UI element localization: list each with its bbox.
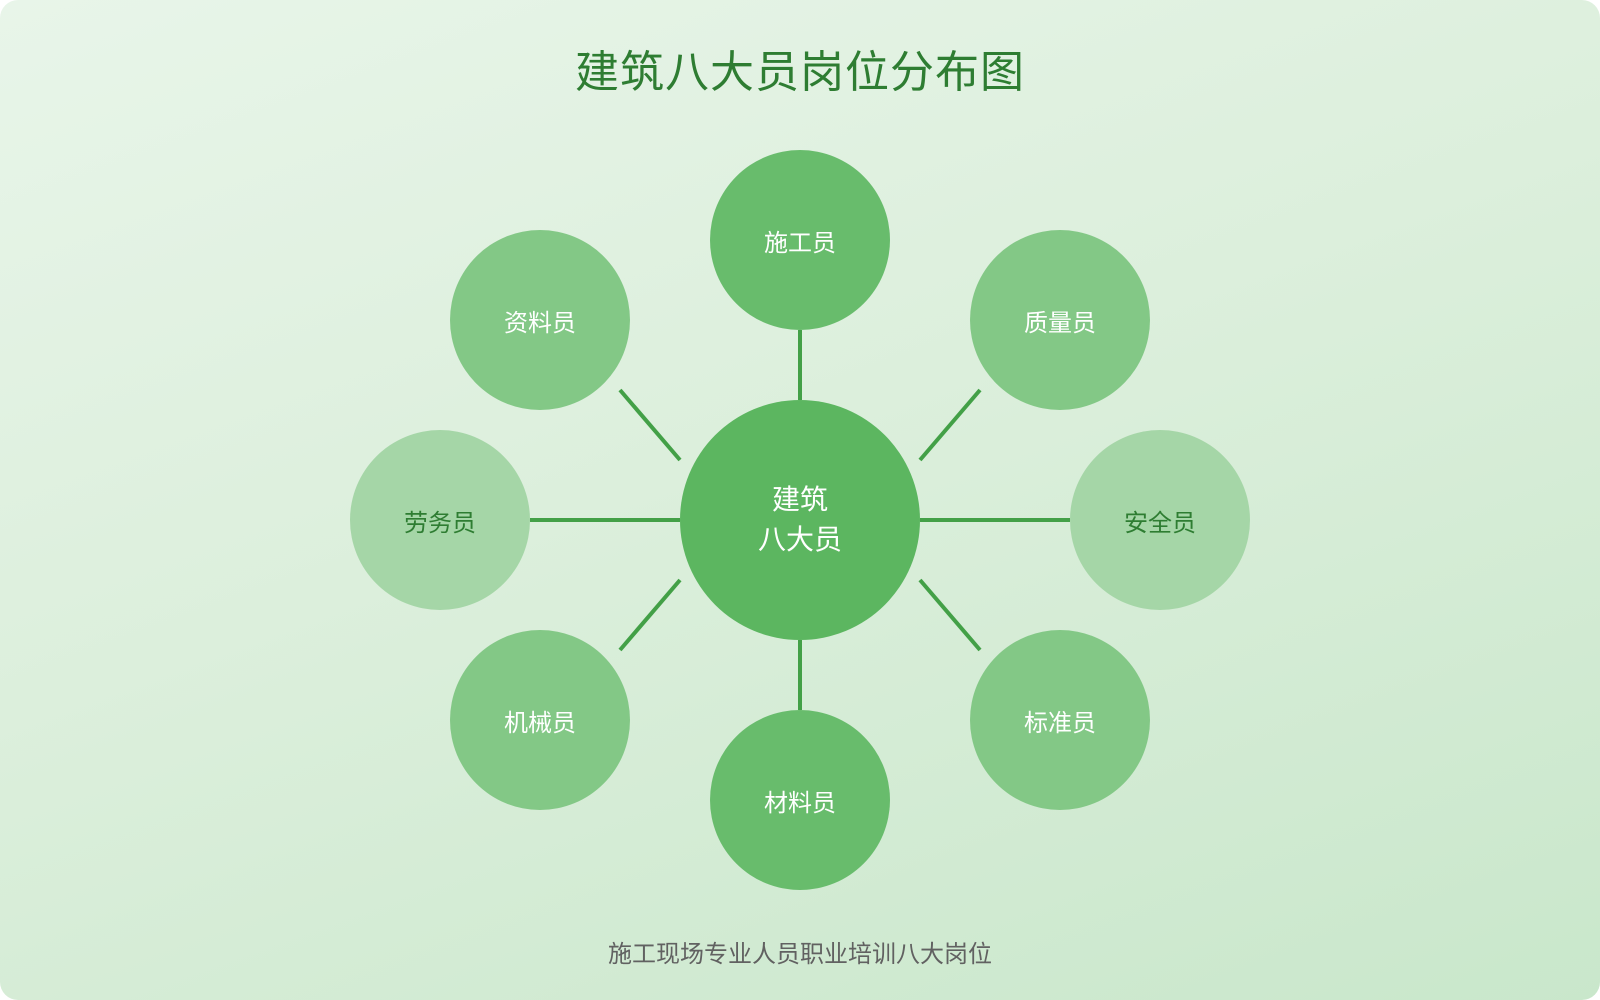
node-label: 标准员 [1024,708,1096,737]
node-label: 机械员 [504,708,576,737]
node-label: 材料员 [764,788,836,817]
diagram-title: 建筑八大员岗位分布图 [575,47,1025,98]
connector-bottom-left [618,578,682,652]
node-left: 劳务员 [350,430,530,610]
node-label: 资料员 [504,308,576,337]
node-bottom-right: 标准员 [970,630,1150,810]
node-label: 质量员 [1024,308,1096,337]
node-label: 施工员 [764,228,836,257]
node-bottom-left: 机械员 [450,630,630,810]
node-right: 安全员 [1070,430,1250,610]
connector-top-right [918,388,982,462]
connector-top-left [618,388,682,462]
node-label: 劳务员 [404,508,476,537]
node-top-left: 资料员 [450,230,630,410]
connector-bottom-right [918,578,982,652]
node-top-right: 质量员 [970,230,1150,410]
node-top: 施工员 [710,150,890,330]
diagram-subtitle: 施工现场专业人员职业培训八大岗位 [608,940,992,968]
node-label: 安全员 [1124,508,1196,537]
center-label-line1: 建筑 [771,483,828,516]
center-label-line2: 八大员 [757,523,842,556]
center-node: 建筑 八大员 [680,400,920,640]
node-bottom: 材料员 [710,710,890,890]
